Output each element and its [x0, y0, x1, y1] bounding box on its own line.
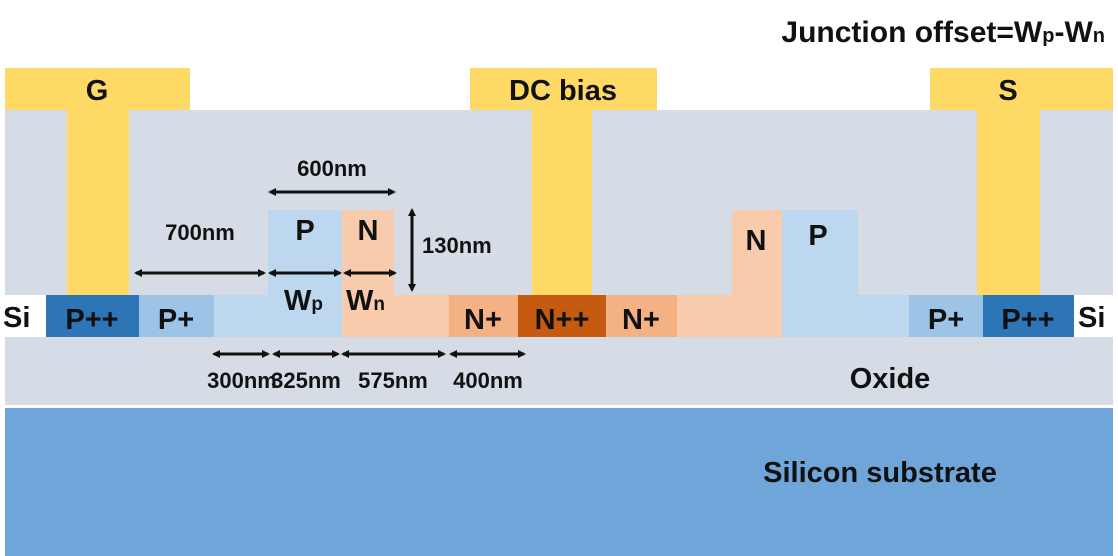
np-right-label: N+ — [622, 304, 660, 336]
p-top-label: P — [295, 215, 314, 247]
ppp-right-region — [983, 295, 1074, 337]
silicon-substrate — [5, 408, 1113, 556]
n-slab-left — [342, 295, 449, 337]
si-gap-left — [5, 295, 47, 337]
source-contact — [930, 68, 1113, 296]
dimension-arrows — [134, 188, 526, 358]
pp-left-label: P+ — [158, 304, 194, 336]
dim-130nm: 130nm — [422, 233, 492, 258]
source-label: S — [998, 75, 1017, 107]
pp-left-region — [139, 295, 214, 337]
dim-325nm: 325nm — [271, 368, 341, 393]
dc-bias-label: DC bias — [509, 75, 617, 107]
gate-contact — [5, 68, 190, 296]
substrate-label: Silicon substrate — [763, 457, 997, 489]
np-right-region — [606, 295, 677, 337]
dim-575nm: 575nm — [358, 368, 428, 393]
si-left-label: Si — [3, 302, 30, 334]
ppp-left-label: P++ — [65, 304, 118, 336]
pp-right-label: P+ — [928, 304, 964, 336]
dim-600nm: 600nm — [297, 156, 367, 181]
oxide-label: Oxide — [850, 363, 931, 395]
p-slab-right — [782, 295, 909, 337]
junction-offset-title: Junction offset=Wp-Wn — [781, 16, 1105, 49]
npp-region — [518, 295, 606, 337]
np-left-region — [449, 295, 518, 337]
dim-700nm: 700nm — [165, 220, 235, 245]
dim-400nm: 400nm — [453, 368, 523, 393]
n-right-label: N — [746, 225, 767, 257]
n-rib-right — [732, 210, 782, 337]
pp-right-region — [909, 295, 983, 337]
ppp-right-label: P++ — [1001, 304, 1054, 336]
dim-wp: Wp — [284, 285, 323, 317]
dim-wn: Wn — [346, 285, 385, 317]
si-right-label: Si — [1078, 302, 1105, 334]
ppp-left-region — [46, 295, 139, 337]
n-top-label: N — [358, 215, 379, 247]
gate-label: G — [86, 75, 109, 107]
si-gap-right — [1074, 295, 1113, 337]
dc-bias-contact — [470, 68, 657, 296]
dim-300nm: 300nm — [207, 368, 277, 393]
np-left-label: N+ — [464, 304, 502, 336]
npp-label: N++ — [535, 304, 590, 336]
p-slab-left — [214, 295, 274, 337]
p-right-label: P — [808, 220, 827, 252]
